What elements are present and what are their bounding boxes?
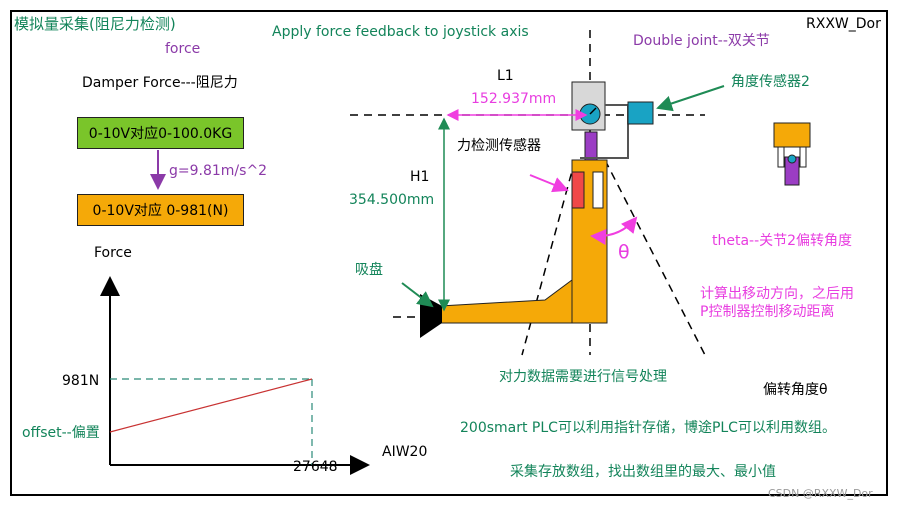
newton-range-box: 0-10V对应 0-981(N) xyxy=(77,194,244,226)
calc-direction-line1: 计算出移动方向，之后用 xyxy=(700,286,854,302)
plc-note: 200smart PLC可以利用指针存储，博途PLC可以利用数组。 xyxy=(460,420,836,436)
collect-note: 采集存放数组，找出数组里的最大、最小值 xyxy=(510,464,776,480)
l1-value: 152.937mm xyxy=(471,91,557,107)
kg-range-box: 0-10V对应0-100.0KG xyxy=(77,117,244,149)
theta-arc xyxy=(590,216,638,245)
offset-label: offset--偏置 xyxy=(22,425,100,441)
signal-processing-note: 对力数据需要进行信号处理 xyxy=(499,369,667,385)
h1-label: H1 xyxy=(410,169,430,185)
theta-symbol: θ xyxy=(618,241,630,263)
damper-force-label: Damper Force---阻尼力 xyxy=(82,75,238,91)
gravity-label: g=9.81m/s^2 xyxy=(169,163,268,179)
x-marker-label: 27648 xyxy=(293,459,338,475)
h1-value: 354.500mm xyxy=(349,192,435,208)
deflection-angle-label: 偏转角度θ xyxy=(763,382,828,398)
suction-arrow xyxy=(401,282,434,308)
joint-detail xyxy=(773,122,811,186)
force-sensor-label: 力检测传感器 xyxy=(457,138,541,154)
angle-sensor2-arrow xyxy=(656,85,725,112)
force-tag: force xyxy=(165,41,201,57)
force-sensor-arrow xyxy=(529,174,569,193)
force-graph xyxy=(100,276,370,475)
calc-direction-line2: P控制器控制移动距离 xyxy=(700,304,835,320)
suction-cup-label: 吸盘 xyxy=(355,262,383,278)
force-line xyxy=(109,378,313,433)
author-label: RXXW_Dor xyxy=(806,16,881,32)
theta-description: theta--关节2偏转角度 xyxy=(712,233,853,249)
l1-label: L1 xyxy=(497,68,514,84)
double-joint-label: Double joint--双关节 xyxy=(633,33,770,49)
apply-force-label: Apply force feedback to joystick axis xyxy=(272,24,529,40)
y-axis-label: Force xyxy=(94,245,132,261)
page-title: 模拟量采集(阻尼力检测) xyxy=(14,15,176,33)
watermark: CSDN @RXXW_Dor xyxy=(768,487,873,500)
angle-sensor2-label: 角度传感器2 xyxy=(731,74,810,90)
y-marker-label: 981N xyxy=(62,373,100,389)
diagram-frame xyxy=(10,10,888,496)
x-axis-label: AIW20 xyxy=(382,444,428,460)
